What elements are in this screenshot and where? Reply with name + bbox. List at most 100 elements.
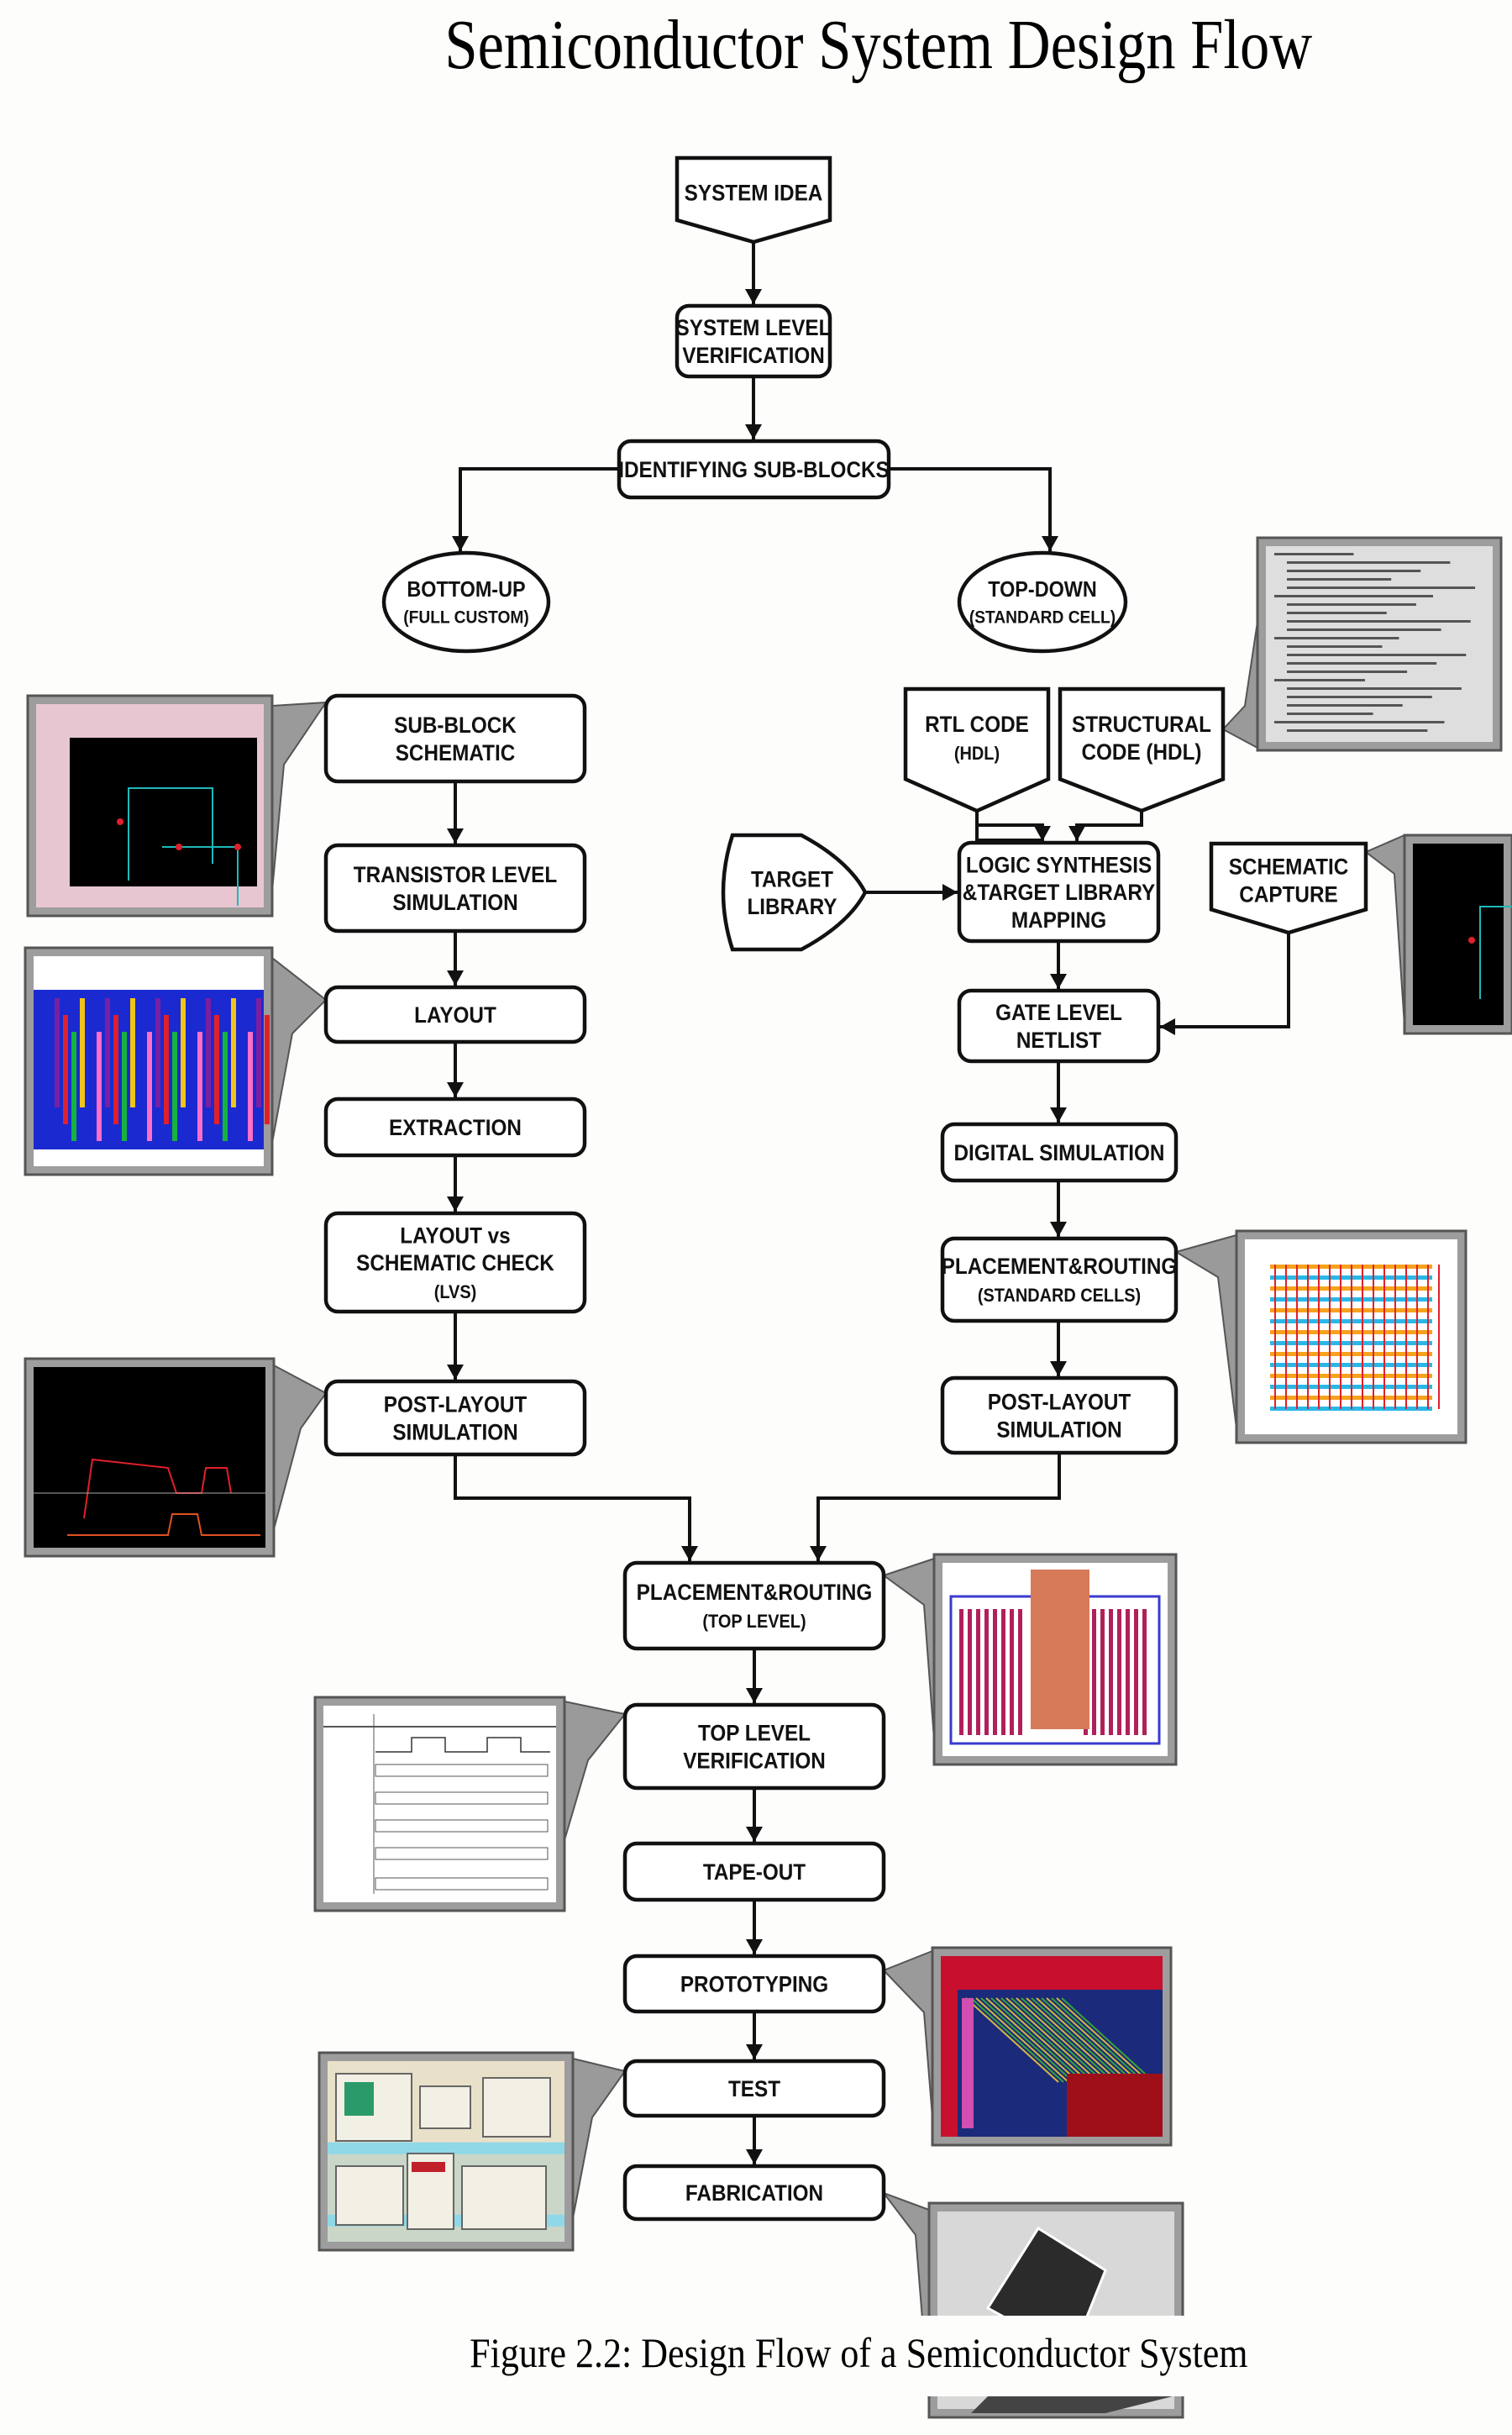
node-label: (FULL CUSTOM) [403, 608, 528, 628]
node-label: LAYOUT [414, 1003, 496, 1028]
callout-pointer [271, 955, 328, 1144]
callout-pointer [572, 2057, 627, 2219]
node-label: BOTTOM-UP [407, 578, 525, 602]
code-line [1287, 561, 1451, 564]
code-line [1287, 696, 1432, 698]
code-line [1287, 620, 1471, 623]
chip-wire [980, 1997, 1074, 2083]
layout-polygon [105, 998, 110, 1107]
cell-row [1109, 1609, 1113, 1735]
node-tape-out: TAPE-OUT [622, 1841, 886, 1902]
arrowhead [745, 424, 762, 439]
die-block [1067, 2074, 1163, 2137]
node-label: &TARGET LIBRARY [963, 881, 1155, 905]
schematic-canvas [1421, 856, 1497, 1004]
flow-edge [454, 1454, 691, 1561]
node-label: IDENTIFYING SUB-BLOCKS [618, 458, 889, 482]
callout-pointer [1364, 834, 1405, 1026]
chip-wire [1041, 1997, 1135, 2083]
arrowhead [746, 2044, 763, 2059]
node-label: SYSTEM LEVEL [676, 316, 832, 340]
node-system-idea: SYSTEM IDEA [675, 155, 832, 245]
node-label: (STANDARD CELLS) [978, 1286, 1141, 1306]
callout-pointer [881, 1557, 935, 1740]
timing-axis [375, 1877, 549, 1891]
arrowhead [810, 1546, 827, 1561]
approach-oval [957, 550, 1128, 654]
node-rtl-code: RTL CODE(HDL) [903, 686, 1051, 813]
cell-row [968, 1609, 972, 1735]
arrowhead [746, 1939, 763, 1954]
arrowhead [1042, 536, 1058, 551]
chip-wire [1026, 1997, 1120, 2083]
arrowhead [746, 1827, 763, 1842]
routing-track [1416, 1265, 1418, 1409]
layout-polygon [164, 1015, 169, 1124]
layout-polygon [239, 1015, 244, 1124]
arrowhead [1050, 974, 1067, 989]
cell-row [1117, 1609, 1121, 1735]
node-fabrication: FABRICATION [622, 2164, 886, 2222]
callout-pointer [1221, 621, 1258, 749]
code-line [1287, 671, 1408, 673]
chip-wire [1051, 1997, 1145, 2083]
code-line [1287, 729, 1428, 732]
routing-track [1362, 1265, 1363, 1409]
input-pentagon [1058, 686, 1226, 813]
pad-ring [962, 1998, 974, 2128]
chip-wire [975, 1997, 1069, 2083]
node-label: SIMULATION [392, 891, 517, 915]
shelf [328, 2142, 564, 2154]
node-label: SCHEMATIC [1229, 855, 1349, 879]
layout-polygon [80, 998, 85, 1107]
node-label: PLACEMENT&ROUTING [637, 1580, 873, 1605]
flow-edge [975, 811, 1044, 841]
flow-edge [889, 467, 1052, 551]
callout-pointer [271, 701, 328, 891]
layout-polygon [63, 1015, 68, 1124]
node-label: VERIFICATION [683, 1749, 826, 1774]
caption-band [0, 2316, 1512, 2396]
layout-polygon [147, 1032, 152, 1141]
arrowhead [447, 1365, 464, 1380]
layout-polygon [88, 1015, 93, 1124]
layout-polygon [122, 1032, 127, 1141]
node-label: TRANSISTOR LEVEL [354, 863, 557, 887]
instrument-screen [344, 2082, 374, 2116]
arrowhead [447, 1196, 464, 1212]
node-bottom-up: BOTTOM-UP (FULL CUSTOM) [381, 550, 551, 654]
node-label: SIMULATION [392, 1421, 517, 1445]
chip-wire [1021, 1997, 1115, 2083]
chip-wire [965, 1997, 1059, 2083]
layout-editor-thumbnail [24, 946, 274, 1176]
layout-polygon [265, 1015, 270, 1124]
code-line [1287, 603, 1416, 606]
layout-polygon [55, 998, 60, 1107]
node-label: TEST [728, 2077, 780, 2101]
timing-signal [375, 1737, 550, 1753]
code-line [1287, 662, 1437, 665]
process-box [622, 1954, 886, 2014]
node-pr-top-level: PLACEMENT&ROUTING(TOP LEVEL) [622, 1560, 886, 1651]
process-box [323, 1097, 587, 1158]
node-label: TOP-DOWN [988, 578, 1096, 602]
layout-polygon [256, 998, 261, 1107]
process-box [957, 988, 1161, 1064]
chip-wire [1031, 1997, 1125, 2083]
chip-wire [1005, 1997, 1100, 2083]
node-label: GATE LEVEL [995, 1001, 1122, 1025]
layout-polygon [113, 1015, 118, 1124]
cell-row [1126, 1609, 1130, 1735]
hdl-code-thumbnail [1256, 536, 1503, 752]
process-box [622, 1560, 886, 1651]
input-pentagon [1209, 841, 1368, 935]
arrowhead [1068, 826, 1085, 841]
process-box [957, 840, 1161, 944]
chip-wire [1046, 1997, 1140, 2083]
node-prototyping: PROTOTYPING [622, 1954, 886, 2014]
code-line [1287, 628, 1441, 631]
layout-polygon [130, 998, 135, 1107]
